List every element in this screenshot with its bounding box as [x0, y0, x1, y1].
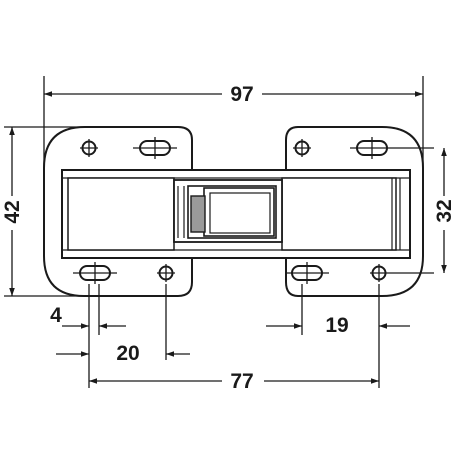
label-mount-height: 32 [433, 199, 456, 222]
hinge-body [43, 126, 424, 297]
dimension-labels: 97 42 32 4 20 19 77 [0, 82, 456, 393]
left-arm-channel [67, 177, 175, 251]
pivot-knuckle [190, 195, 206, 233]
label-overall-width: 97 [230, 83, 253, 106]
centre-lines [73, 137, 434, 284]
label-hole-spacing: 77 [230, 370, 253, 393]
label-edge-offset: 4 [50, 304, 62, 327]
label-hole-offset-left: 20 [116, 342, 139, 365]
label-hole-offset-right: 19 [325, 314, 348, 337]
right-arm-channel [281, 177, 397, 251]
label-overall-height: 42 [1, 200, 24, 223]
